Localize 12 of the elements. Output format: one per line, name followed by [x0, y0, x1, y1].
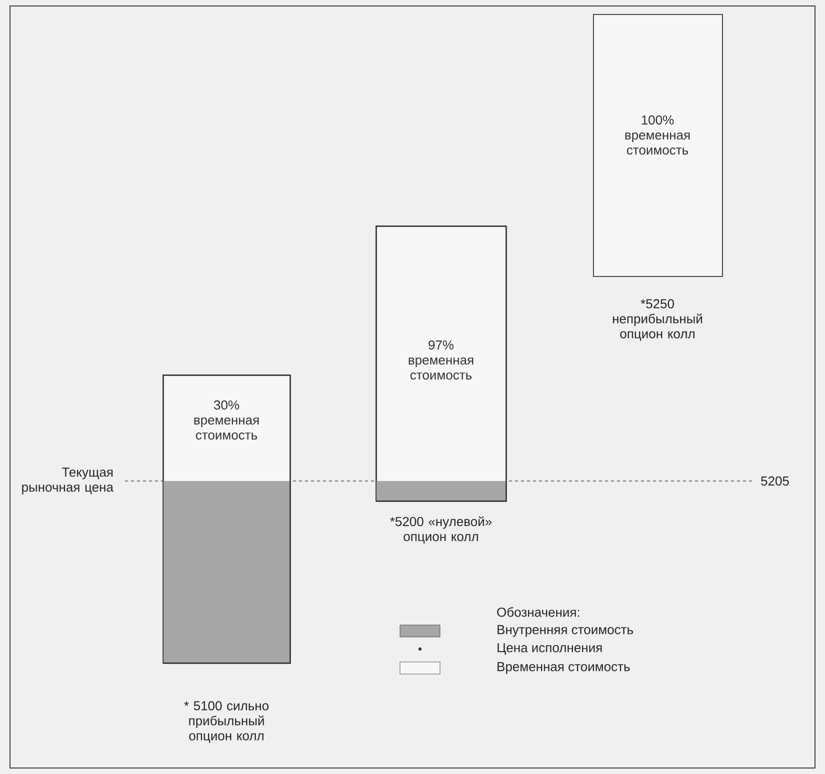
- strike-label: *5200 «нулевой» опцион колл: [390, 516, 492, 544]
- value-bar: 100% временная стоимость: [593, 14, 723, 277]
- legend-text: Временная стоимость: [498, 662, 630, 674]
- strike-label: *5250 неприбыльный опцион колл: [612, 299, 702, 341]
- price-label: Текущая рыночная цена: [22, 468, 114, 494]
- legend-title: Обозначения:: [497, 607, 580, 617]
- legend-text: Внутренняя стоимость: [498, 625, 634, 637]
- strike-label: * 5100 сильно прибыльный опцион колл: [184, 701, 269, 743]
- legend-text: Цена исполнения: [498, 643, 602, 655]
- value-bar: 97% временная стоимость: [376, 226, 507, 502]
- price-value: 5205: [761, 476, 789, 486]
- value-bar: 30% временная стоимость: [162, 374, 291, 664]
